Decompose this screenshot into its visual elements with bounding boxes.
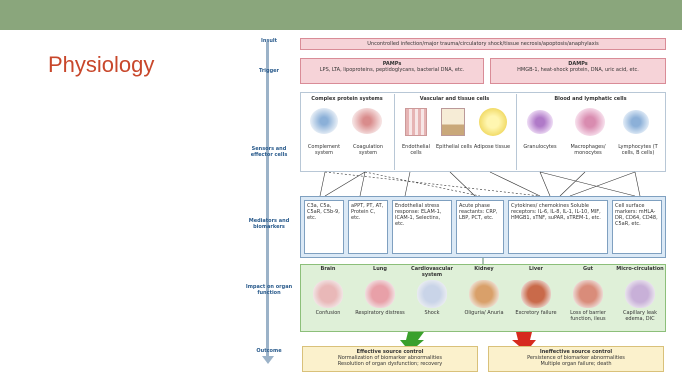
- mediator-box-5: Cytokines/ chemokines Soluble receptors:…: [508, 200, 608, 254]
- granulocyte-icon: [527, 110, 553, 134]
- adipose-label: Adipose tissue: [473, 144, 511, 150]
- stage-insult: Insult: [260, 38, 278, 44]
- mediator-box-2: aPPT, PT, AT, Protein C, etc.: [348, 200, 388, 254]
- organ-name: Gut: [582, 266, 594, 272]
- ineffective-outcome-box: Ineffective source control Persistence o…: [488, 346, 664, 372]
- slide-title: Physiology: [48, 52, 155, 77]
- organ-icon: [417, 280, 447, 308]
- complement-icon: [310, 108, 338, 134]
- complex-protein-group: Complex protein systems Complement syste…: [302, 94, 392, 170]
- lymphocyte-label: Lymphocytes (T cells, B cells): [618, 144, 658, 156]
- organ-name: Brain: [320, 266, 336, 272]
- organ-icon: [521, 280, 551, 308]
- vascular-group: Vascular and tissue cells Endothelial ce…: [394, 94, 514, 170]
- complement-label: Complement system: [307, 144, 341, 156]
- stage-mediators: Mediators and biomarkers: [248, 218, 290, 230]
- complex-protein-title: Complex protein systems: [311, 96, 383, 102]
- pathophysiology-diagram: Insult Trigger Sensors and effector cell…: [240, 34, 672, 374]
- stage-sensors: Sensors and effector cells: [250, 146, 288, 158]
- effective-outcome-box: Effective source control Normalization o…: [302, 346, 478, 372]
- stage-spine-arrowhead: [262, 356, 274, 364]
- organ-name: Kidney: [474, 266, 494, 272]
- ineffective-title: Ineffective source control: [539, 349, 613, 355]
- coagulation-label: Coagulation system: [353, 144, 383, 156]
- pamps-box: PAMPs LPS, LTA, lipoproteins, peptidogly…: [300, 58, 484, 84]
- stage-trigger: Trigger: [258, 68, 280, 74]
- mediator-box-6: Cell surface markers: mHLA-DR, CD64, CD4…: [612, 200, 662, 254]
- organ-name: Cardiovascular system: [411, 266, 453, 278]
- organ-effect: Capillary leak edema, DIC: [623, 310, 657, 322]
- organ-effect: Respiratory distress: [355, 310, 405, 316]
- damps-box: DAMPs HMGB-1, heat-shock protein, DNA, u…: [490, 58, 666, 84]
- organ-effect: Loss of barrier function, ileus: [570, 310, 606, 322]
- pamps-title: PAMPs: [382, 61, 402, 67]
- endothelial-icon: [405, 108, 427, 136]
- outcome-arrows: [400, 332, 536, 352]
- organ-effect: Confusion: [315, 310, 341, 316]
- damps-text: HMGB-1, heat-shock protein, DNA, uric ac…: [517, 67, 639, 73]
- damps-title: DAMPs: [568, 61, 588, 67]
- adipose-icon: [479, 108, 507, 136]
- stage-impact: Impact on organ function: [245, 284, 293, 296]
- pamps-text: LPS, LTA, lipoproteins, peptidoglycans, …: [319, 67, 465, 73]
- coagulation-icon: [352, 108, 382, 134]
- insult-box: Uncontrolled infection/major trauma/circ…: [300, 38, 666, 50]
- blood-group: Blood and lymphatic cells Granulocytes M…: [516, 94, 664, 170]
- epithelial-icon: [441, 108, 465, 136]
- organ-icon: [469, 280, 499, 308]
- lymphocyte-icon: [623, 110, 649, 134]
- organ-effect: Oliguria/ Anuria: [464, 310, 504, 316]
- top-bar: [0, 0, 682, 30]
- macrophage-icon: [575, 108, 605, 136]
- effective-title: Effective source control: [356, 349, 424, 355]
- ineffective-line1: Persistence of biomarker abnormalities: [527, 355, 625, 361]
- stage-spine: [266, 42, 269, 360]
- connector-lines: [319, 171, 641, 264]
- macrophage-label: Macrophages/ monocytes: [570, 144, 606, 156]
- epithelial-label: Epithelial cells: [436, 144, 472, 150]
- ineffective-line2: Multiple organ failure; death: [540, 361, 612, 367]
- mediator-box-3: Endothelial stress response: ELAM-1, ICA…: [392, 200, 452, 254]
- granulocyte-label: Granulocytes: [523, 144, 557, 150]
- organ-name: Lung: [373, 266, 387, 272]
- effective-line2: Resolution of organ dysfunction; recover…: [337, 361, 443, 367]
- organ-effect: Shock: [424, 310, 440, 316]
- endothelial-label: Endothelial cells: [402, 144, 430, 156]
- organ-effect: Excretory failure: [515, 310, 557, 316]
- mediator-box-1: C3a, C5a, C5aR, C5b-9, etc.: [304, 200, 344, 254]
- organ-name: Micro-circulation: [616, 266, 664, 272]
- organ-icon: [313, 280, 343, 308]
- organ-name: Liver: [528, 266, 544, 272]
- mediator-box-4: Acute phase reactants: CRP, LBP, PCT, et…: [456, 200, 504, 254]
- vascular-title: Vascular and tissue cells: [419, 96, 490, 102]
- organ-icon: [573, 280, 603, 308]
- blood-title: Blood and lymphatic cells: [554, 96, 627, 102]
- stage-outcome: Outcome: [256, 348, 282, 354]
- effective-line1: Normalization of biomarker abnormalities: [338, 355, 442, 361]
- organ-icon: [625, 280, 655, 308]
- organ-icon: [365, 280, 395, 308]
